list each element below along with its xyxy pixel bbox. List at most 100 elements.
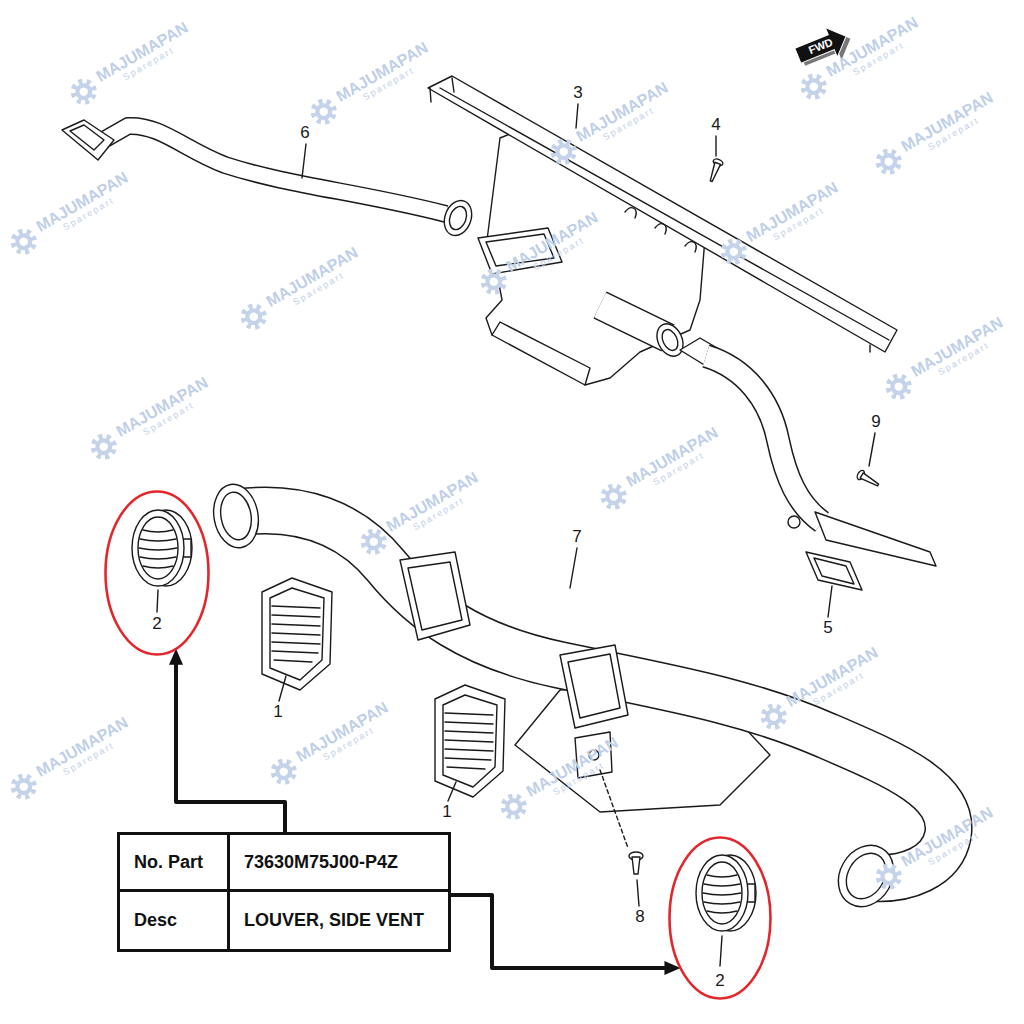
watermark-text: MAJUMAPANSparepart xyxy=(113,374,216,449)
callout-number: 9 xyxy=(869,413,882,432)
watermark-tagline: Sparepart xyxy=(292,270,347,307)
duct-opening-inner xyxy=(217,490,255,542)
watermark-brand: MAJUMAPAN xyxy=(908,314,1006,381)
callout-number: 8 xyxy=(633,908,646,927)
watermark-tagline: Sparepart xyxy=(852,40,907,77)
callout-number: 7 xyxy=(570,528,583,547)
table-cell: LOUVER, SIDE VENT xyxy=(230,892,448,949)
table-cell: No. Part xyxy=(120,835,230,892)
watermark-tagline: Sparepart xyxy=(412,495,467,532)
housing-edge xyxy=(492,322,590,385)
watermark-gear xyxy=(868,856,909,897)
side-vent-louver xyxy=(696,855,756,931)
watermark-brand: MAJUMAPAN xyxy=(743,179,841,246)
watermark-gear xyxy=(868,141,909,182)
watermark-brand: MAJUMAPAN xyxy=(503,209,601,276)
outlet-opening xyxy=(408,562,462,630)
defroster-bar-line xyxy=(440,88,889,340)
watermark: MAJUMAPANSparepart xyxy=(63,18,196,112)
watermark-text: MAJUMAPANSparepart xyxy=(503,209,606,284)
watermark-tagline: Sparepart xyxy=(937,340,992,377)
watermark-gear xyxy=(63,71,104,112)
watermark-brand: MAJUMAPAN xyxy=(293,699,391,766)
watermark: MAJUMAPANSparepart xyxy=(878,313,1011,407)
gear-icon xyxy=(360,528,388,556)
watermark-gear xyxy=(593,476,634,517)
gear-icon xyxy=(885,373,913,401)
watermark-text: MAJUMAPANSparepart xyxy=(293,699,396,774)
gear-icon xyxy=(240,303,268,331)
direction-label: FWD xyxy=(805,35,836,57)
screw xyxy=(629,852,643,874)
watermark-gear xyxy=(543,131,584,172)
gear-icon xyxy=(480,268,508,296)
watermark-brand: MAJUMAPAN xyxy=(898,804,996,871)
watermark-tagline: Sparepart xyxy=(62,195,117,232)
watermark-brand: MAJUMAPAN xyxy=(33,169,131,236)
callout-number: 4 xyxy=(709,116,722,135)
watermark-tagline: Sparepart xyxy=(142,400,197,437)
watermark-brand: MAJUMAPAN xyxy=(898,89,996,156)
center-outlet-right xyxy=(560,645,628,728)
watermark-brand: MAJUMAPAN xyxy=(523,734,621,801)
center-vent-grille xyxy=(262,578,332,690)
defroster-bar xyxy=(428,76,897,352)
bar-legs xyxy=(430,78,870,352)
watermark-text: MAJUMAPANSparepart xyxy=(333,39,436,114)
watermark-brand: MAJUMAPAN xyxy=(113,374,211,441)
main-duct-fill xyxy=(240,510,949,878)
gear-icon xyxy=(10,228,38,256)
watermark-text: MAJUMAPANSparepart xyxy=(898,89,1001,164)
callout-number: 6 xyxy=(298,124,311,143)
watermark-text: MAJUMAPANSparepart xyxy=(93,19,196,94)
center-vent-grille xyxy=(435,685,505,797)
outlet-end-opening xyxy=(659,327,681,353)
watermark-brand: MAJUMAPAN xyxy=(783,644,881,711)
watermark-tagline: Sparepart xyxy=(772,205,827,242)
mount-hole xyxy=(589,750,599,760)
side-duct-left-fill xyxy=(100,126,446,214)
nozzle-opening xyxy=(70,125,104,150)
red-highlight-ring xyxy=(106,492,209,655)
defroster-nozzle xyxy=(62,120,114,160)
screw-axis xyxy=(600,770,628,848)
duct-opening-left xyxy=(209,481,263,552)
gear-icon xyxy=(70,78,98,106)
watermark-tagline: Sparepart xyxy=(602,105,657,142)
watermark-tagline: Sparepart xyxy=(812,670,867,707)
callout-number: 2 xyxy=(149,615,164,634)
watermark: MAJUMAPANSparepart xyxy=(473,208,606,302)
watermark-tagline: Sparepart xyxy=(362,65,417,102)
watermark-text: MAJUMAPANSparepart xyxy=(783,644,886,719)
side-duct-left xyxy=(100,126,446,214)
gear-icon xyxy=(720,238,748,266)
center-outlet-left xyxy=(400,552,470,640)
watermark: MAJUMAPANSparepart xyxy=(868,803,1001,897)
callout-number: 5 xyxy=(821,619,834,638)
watermark-tagline: Sparepart xyxy=(532,235,587,272)
watermark-brand: MAJUMAPAN xyxy=(333,39,431,106)
watermark-text: MAJUMAPANSparepart xyxy=(263,244,366,319)
watermark: MAJUMAPANSparepart xyxy=(868,88,1001,182)
outlet-end xyxy=(652,320,688,361)
screw xyxy=(856,469,881,489)
side-duct-right xyxy=(706,356,822,522)
watermark-tagline: Sparepart xyxy=(122,45,177,82)
watermark-tagline: Sparepart xyxy=(927,115,982,152)
gear-icon xyxy=(600,483,628,511)
watermark-brand: MAJUMAPAN xyxy=(823,14,921,81)
callout-number: 3 xyxy=(571,84,584,103)
watermark-tagline: Sparepart xyxy=(62,740,117,777)
watermark: MAJUMAPANSparepart xyxy=(793,13,926,107)
duct-opening-inner xyxy=(838,846,893,906)
watermark-gear xyxy=(793,66,834,107)
watermark: MAJUMAPANSparepart xyxy=(3,713,136,807)
callout-number: 1 xyxy=(271,703,284,722)
duct-collar xyxy=(440,197,477,240)
watermark-gear xyxy=(3,221,44,262)
watermark-gear xyxy=(233,296,274,337)
pointer-arrow xyxy=(451,895,670,968)
highlight-ellipse: 2 xyxy=(104,490,210,656)
watermark-brand: MAJUMAPAN xyxy=(623,424,721,491)
gear-icon xyxy=(270,758,298,786)
